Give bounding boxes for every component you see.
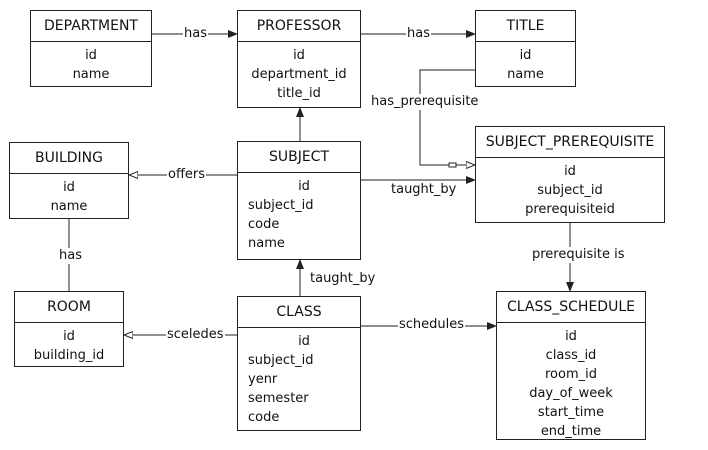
entity-room: ROOM id building_id <box>14 291 124 367</box>
attribute: id <box>519 48 532 63</box>
rel-label-building-room: has <box>58 248 83 264</box>
attribute-list: id subject_id yenr semester code <box>238 328 360 427</box>
attribute: id <box>63 329 75 344</box>
attribute: code <box>248 217 280 232</box>
entity-title: PROFESSOR <box>238 11 360 42</box>
entity-building: BUILDING id name <box>9 142 129 219</box>
entity-title: ROOM <box>15 292 123 323</box>
attribute: name <box>248 236 285 251</box>
prerequisite-connector-marker <box>448 162 457 168</box>
entity-class-schedule: CLASS_SCHEDULE id class_id room_id day_o… <box>496 291 646 440</box>
rel-label-has-prerequisite: has_prerequisite <box>370 94 480 110</box>
attribute: name <box>72 67 110 82</box>
attribute: id <box>298 334 310 349</box>
attribute: room_id <box>545 367 597 382</box>
attribute: subject_id <box>248 353 314 368</box>
entity-subject-prerequisite: SUBJECT_PREREQUISITE id subject_id prere… <box>475 126 665 223</box>
attribute: id <box>85 48 97 63</box>
attribute: subject_id <box>248 198 314 213</box>
attribute-list: id subject_id code name <box>238 173 360 253</box>
attribute-list: id department_id title_id <box>238 42 360 103</box>
attribute-list: id class_id room_id day_of_week start_ti… <box>497 323 645 441</box>
rel-label-prereq-schedule: prerequisite is <box>531 247 626 263</box>
entity-title: TITLE id name <box>475 10 576 87</box>
rel-label-prof-title: has <box>406 26 431 42</box>
rel-label-schedules: schedules <box>398 317 466 333</box>
attribute: start_time <box>537 405 605 420</box>
attribute: code <box>248 410 280 425</box>
attribute-list: id subject_id prerequisiteid <box>476 158 664 219</box>
entity-title: SUBJECT <box>238 142 360 173</box>
attribute: semester <box>248 391 309 406</box>
attribute: title_id <box>277 86 321 101</box>
attribute-list: id name <box>476 42 575 84</box>
entity-title: TITLE <box>476 11 575 42</box>
entity-title: BUILDING <box>10 143 128 174</box>
attribute: class_id <box>545 348 597 363</box>
entity-title: CLASS <box>238 297 360 328</box>
attribute: id <box>565 329 577 344</box>
rel-label-dept-prof: has <box>183 26 208 42</box>
entity-subject: SUBJECT id subject_id code name <box>237 141 361 260</box>
attribute: day_of_week <box>529 386 613 401</box>
attribute: building_id <box>33 348 105 363</box>
rel-label-class-room: sceledes <box>166 327 225 343</box>
attribute: subject_id <box>537 183 603 198</box>
rel-label-class-subject: taught_by <box>309 271 377 287</box>
attribute: department_id <box>251 67 347 82</box>
attribute-list: id name <box>10 174 128 216</box>
entity-title: SUBJECT_PREREQUISITE <box>476 127 664 158</box>
attribute: id <box>298 179 310 194</box>
entity-title: DEPARTMENT <box>31 11 151 42</box>
attribute: name <box>50 199 88 214</box>
attribute: id <box>564 164 576 179</box>
attribute-list: id name <box>31 42 151 84</box>
attribute: yenr <box>248 372 278 387</box>
attribute-list: id building_id <box>15 323 123 365</box>
attribute: name <box>507 67 544 82</box>
rel-label-taught-by-prereq: taught_by <box>390 182 458 198</box>
attribute: id <box>293 48 305 63</box>
entity-class: CLASS id subject_id yenr semester code <box>237 296 361 431</box>
rel-label-offers: offers <box>167 167 207 183</box>
entity-department: DEPARTMENT id name <box>30 10 152 87</box>
attribute: end_time <box>540 424 602 439</box>
title-prerequisite-connector <box>419 69 475 165</box>
attribute: prerequisiteid <box>525 202 615 217</box>
attribute: id <box>63 180 75 195</box>
entity-title: CLASS_SCHEDULE <box>497 292 645 323</box>
entity-professor: PROFESSOR id department_id title_id <box>237 10 361 108</box>
